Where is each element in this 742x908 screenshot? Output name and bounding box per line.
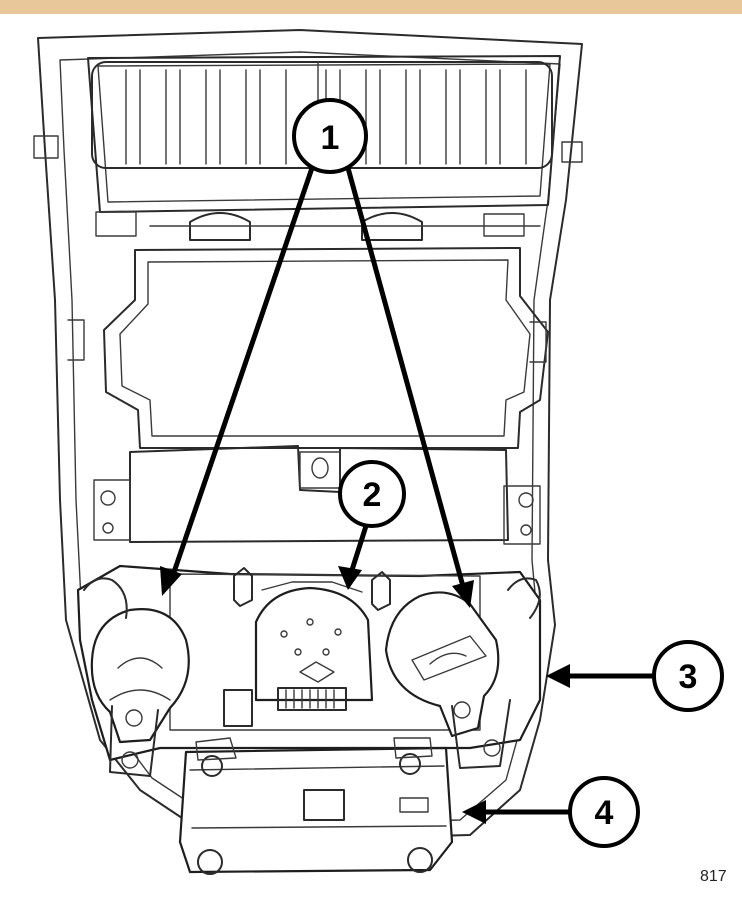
callout-2: 2 xyxy=(338,460,406,528)
callout-1-label: 1 xyxy=(321,119,340,157)
callout-3-label: 3 xyxy=(679,658,698,696)
callout-1-arrows xyxy=(160,167,474,608)
callout-2-arrow xyxy=(338,525,369,590)
callout-4: 4 xyxy=(568,776,640,848)
mounting-bracket xyxy=(93,445,541,545)
switch-bank xyxy=(178,737,454,875)
callout-3: 3 xyxy=(652,640,724,712)
callout-2-label: 2 xyxy=(363,476,382,514)
callout-4-arrow xyxy=(462,800,570,824)
callout-4-label: 4 xyxy=(595,794,614,832)
hvac-control-module xyxy=(76,564,542,777)
top-color-band xyxy=(0,0,742,14)
figure-id: 817 xyxy=(700,868,727,885)
radio-opening xyxy=(67,247,549,449)
callout-1: 1 xyxy=(292,98,368,174)
callout-3-arrow xyxy=(546,664,656,688)
